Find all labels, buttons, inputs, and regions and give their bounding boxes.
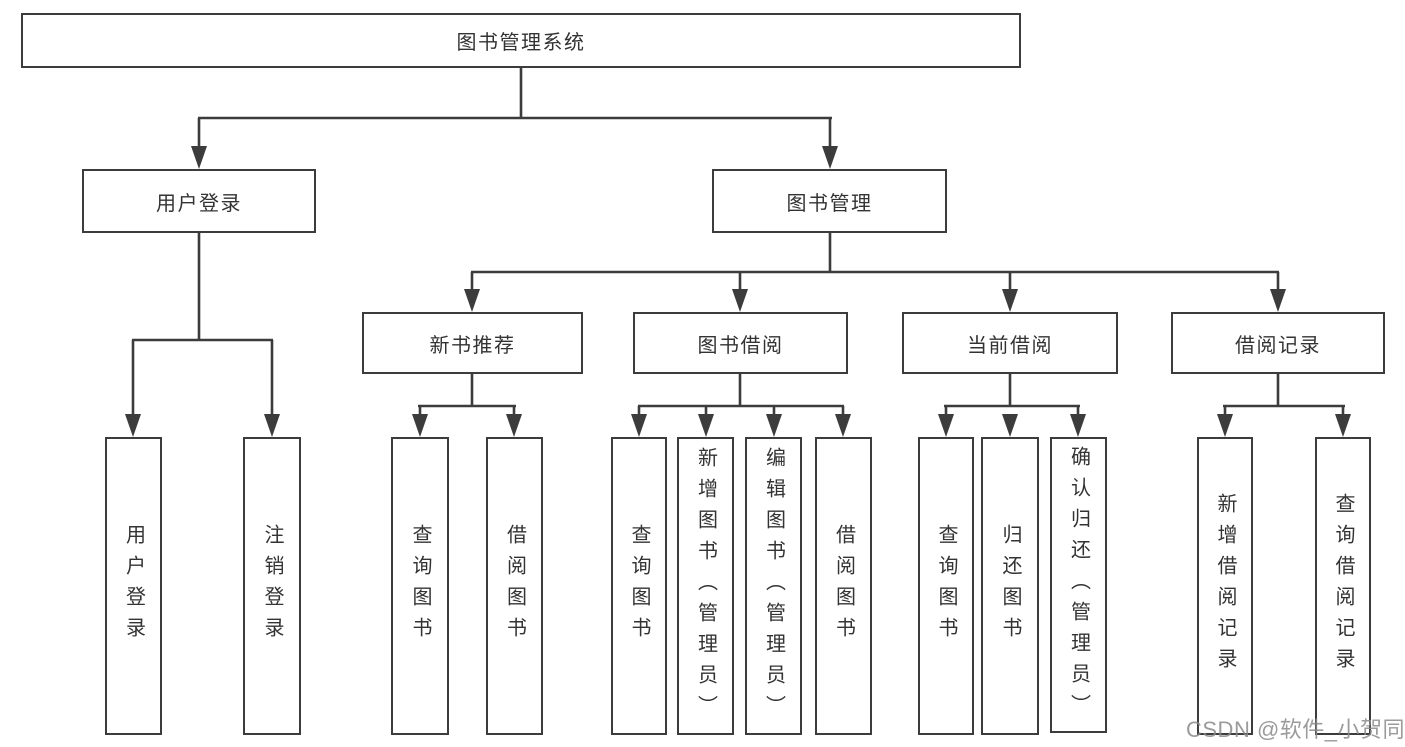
csdn-watermark: CSDN @软件_小贺同学 (1186, 717, 1405, 742)
node-book-borrowing-label: 图书借阅 (697, 334, 784, 357)
leaf-borrow-books-recommend-label: 借阅图书 (503, 524, 526, 648)
node-book-management-label: 图书管理 (786, 192, 873, 215)
leaf-query-books-recommend-label: 查询图书 (409, 524, 431, 648)
leaf-query-books-recommend: 查询图书 (391, 437, 449, 735)
leaf-logout: 注销登录 (243, 437, 301, 735)
node-current-borrowing: 当前借阅 (902, 312, 1118, 374)
arrowheads (125, 146, 1351, 437)
leaf-confirm-return-admin-label: 确认归还（管理员） (1067, 445, 1090, 725)
leaf-add-borrow-record: 新增借阅记录 (1197, 437, 1253, 735)
node-user-login-label: 用户登录 (156, 192, 242, 215)
node-root-label: 图书管理系统 (456, 32, 586, 54)
leaf-return-book: 归还图书 (981, 437, 1039, 735)
leaf-user-login: 用户登录 (105, 437, 162, 735)
node-book-borrowing: 图书借阅 (633, 312, 848, 374)
leaf-borrow-books-borrowing: 借阅图书 (815, 437, 872, 735)
leaf-confirm-return-admin: 确认归还（管理员） (1050, 437, 1107, 733)
leaf-edit-book-admin: 编辑图书（管理员） (745, 437, 802, 735)
leaf-return-book-label: 归还图书 (999, 524, 1021, 648)
node-new-book-recommend-label: 新书推荐 (429, 334, 516, 357)
leaf-borrow-books-borrowing-label: 借阅图书 (832, 524, 855, 648)
leaf-query-books-current: 查询图书 (918, 437, 974, 735)
leaf-add-borrow-record-label: 新增借阅记录 (1214, 493, 1236, 679)
leaf-borrow-books-recommend: 借阅图书 (486, 437, 543, 735)
node-book-management: 图书管理 (712, 169, 947, 233)
leaf-query-borrow-record-label: 查询借阅记录 (1332, 493, 1354, 679)
node-current-borrowing-label: 当前借阅 (967, 334, 1053, 357)
leaf-edit-book-admin-label: 编辑图书（管理员） (762, 446, 785, 726)
node-user-login: 用户登录 (82, 169, 316, 233)
node-root: 图书管理系统 (21, 13, 1021, 68)
node-borrow-records-label: 借阅记录 (1235, 334, 1321, 357)
leaf-add-book-admin-label: 新增图书（管理员） (694, 446, 717, 726)
leaf-query-books-borrowing-label: 查询图书 (628, 524, 650, 648)
node-borrow-records: 借阅记录 (1171, 312, 1385, 374)
leaf-query-books-current-label: 查询图书 (935, 524, 957, 648)
node-new-book-recommend: 新书推荐 (362, 312, 583, 374)
leaf-query-borrow-record: 查询借阅记录 (1315, 437, 1371, 735)
leaf-query-books-borrowing: 查询图书 (611, 437, 667, 735)
leaf-user-login-label: 用户登录 (122, 524, 145, 648)
leaf-add-book-admin: 新增图书（管理员） (677, 437, 734, 735)
leaf-logout-label: 注销登录 (261, 524, 283, 648)
